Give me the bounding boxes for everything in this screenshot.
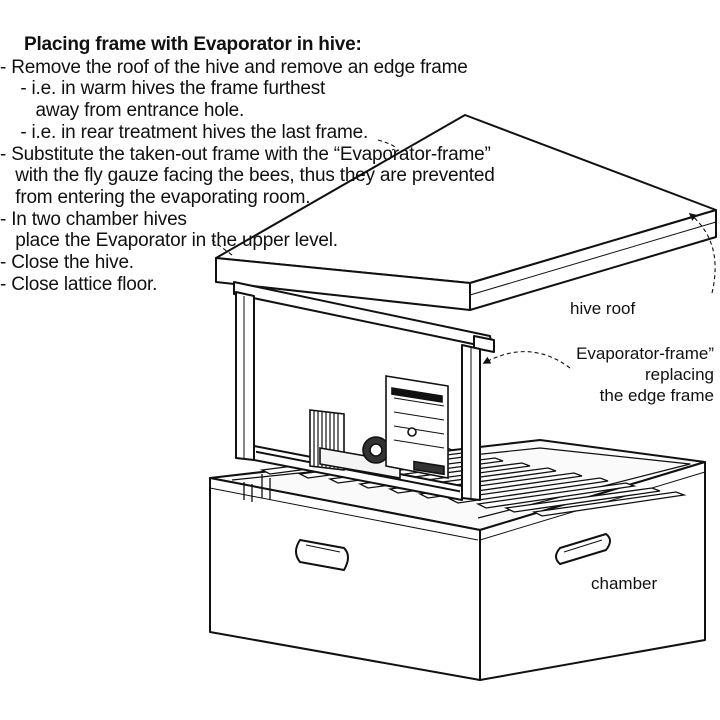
instruction-line: - Substitute the taken-out frame with th… <box>0 143 491 165</box>
instruction-line: - i.e. in rear treatment hives the last … <box>0 121 369 143</box>
hive-chamber <box>209 439 706 681</box>
label-evaporator-frame: Evaporator-frame” replacing the edge fra… <box>576 344 714 405</box>
evaporator-frame <box>233 281 495 501</box>
label-chamber: chamber <box>591 574 658 593</box>
evaporator-device <box>309 375 449 479</box>
instruction-line: - Remove the roof of the hive and remove… <box>0 56 468 78</box>
leader-lines <box>211 139 396 256</box>
instruction-line: - i.e. in warm hives the frame furthest <box>0 78 326 100</box>
arrow-frame <box>482 351 571 369</box>
instruction-line: - In two chamber hives <box>0 208 187 230</box>
instructions-title: Placing frame with Evaporator in hive: <box>24 34 362 55</box>
leader-instructions-roof <box>377 139 396 151</box>
instruction-line: from entering the evaporating room. <box>0 186 311 208</box>
label-hive-roof: hive roof <box>570 299 636 318</box>
instruction-line: place the Evaporator in the upper level. <box>0 230 338 252</box>
instruction-line: - Close lattice floor. <box>0 273 158 295</box>
instruction-line: - Close the hive. <box>0 252 134 274</box>
instruction-line: with the fly gauze facing the bees, thus… <box>0 165 495 187</box>
instructions: Placing frame with Evaporator in hive: -… <box>0 34 600 295</box>
hive-roof <box>215 114 717 311</box>
arrow-roof <box>688 213 716 294</box>
instruction-line: away from entrance hole. <box>0 100 245 122</box>
